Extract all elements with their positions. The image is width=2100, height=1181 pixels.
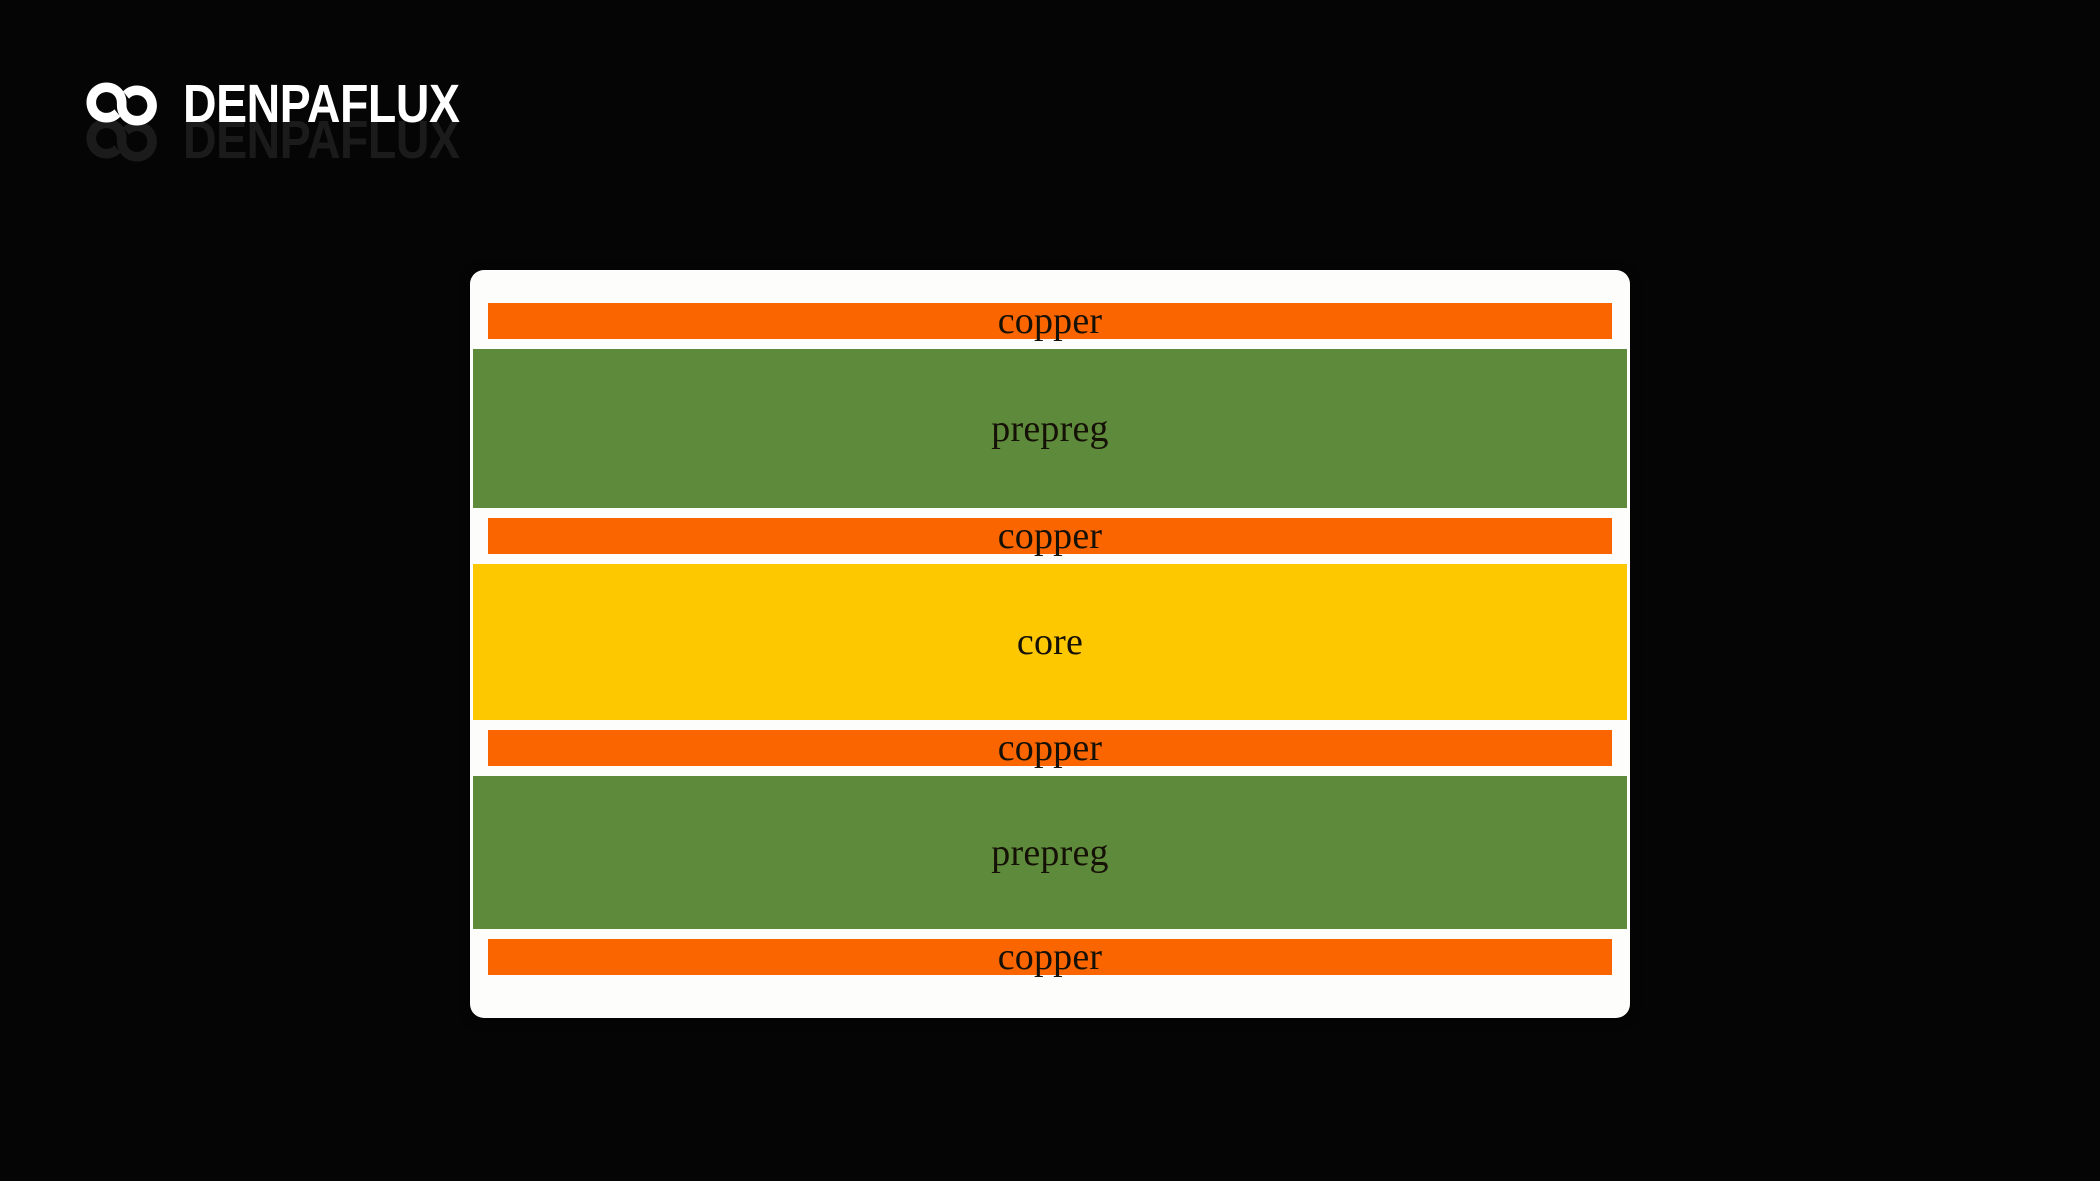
pcb-stackup-card: copper prepreg copper core copper prepre… xyxy=(470,270,1630,1018)
stackup-layer-copper-inner-bottom: copper xyxy=(488,727,1612,769)
layer-label: prepreg xyxy=(991,407,1109,450)
card-bottom-padding xyxy=(470,975,1630,1005)
stackup-layer-prepreg-top: prepreg xyxy=(473,349,1627,508)
layer-label: copper xyxy=(997,515,1103,557)
brand-name-label: DENPAFLUX xyxy=(183,74,460,134)
layer-label: prepreg xyxy=(991,831,1109,874)
stackup-layer-copper-bottom: copper xyxy=(488,936,1612,978)
stackup-layer-copper-top: copper xyxy=(488,300,1612,342)
layer-label: copper xyxy=(997,300,1103,342)
infinity-loop-icon xyxy=(86,82,157,126)
layer-label: core xyxy=(1016,621,1084,663)
brand-logo: DENPAFLUX xyxy=(85,72,505,136)
stackup-layer-core: core xyxy=(473,564,1627,720)
stackup-layer-copper-inner-top: copper xyxy=(488,515,1612,557)
layer-label: copper xyxy=(997,727,1103,769)
stackup-layer-prepreg-bottom: prepreg xyxy=(473,776,1627,929)
card-top-padding xyxy=(470,270,1630,303)
layer-label: copper xyxy=(997,936,1103,978)
